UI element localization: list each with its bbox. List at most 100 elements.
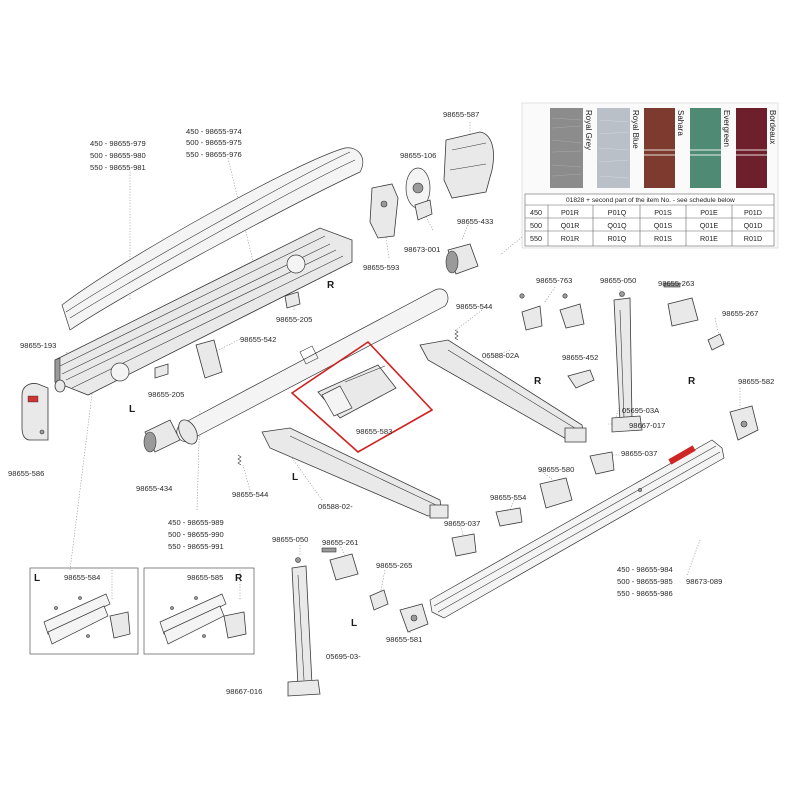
callout-front-bar-550: 550 - 98655-986 <box>617 589 673 598</box>
highlighted-part-583 <box>290 340 434 453</box>
clip-554 <box>495 507 523 527</box>
callout-98655-050a: 98655-050 <box>600 276 636 285</box>
table-cell-R01R: R01R <box>561 234 579 243</box>
callout-98655-554: 98655-554 <box>490 493 526 502</box>
gear-106 <box>405 167 433 221</box>
callout-98673-089: 98673-089 <box>686 577 722 586</box>
callout-06588-02: 06588-02- <box>318 502 353 511</box>
table-header: 01828 + second part of the item No. - se… <box>566 197 735 204</box>
callout-98667-017: 98667-017 <box>629 421 665 430</box>
small-bracket-205b <box>284 291 301 309</box>
callout-case-500: 500 - 98655-975 <box>186 138 242 147</box>
callout-98655-580: 98655-580 <box>538 465 574 474</box>
clip-037b <box>451 533 477 557</box>
front-bar <box>429 439 725 619</box>
left-end-cap <box>21 383 49 441</box>
color-label-sahara: Sahara <box>676 110 685 136</box>
callout-98655-584: 98655-584 <box>64 573 100 582</box>
callout-98655-581: 98655-581 <box>386 635 422 644</box>
table-cell-P01Q: P01Q <box>608 208 627 217</box>
color-label-bordeaux: Bordeaux <box>768 110 777 144</box>
callout-98655-205b: 98655-205 <box>148 390 184 399</box>
awning-case <box>54 227 353 396</box>
callout-98655-261: 98655-261 <box>322 538 358 547</box>
table-size-500: 500 <box>530 221 542 230</box>
callout-06588-02A: 06588-02A <box>482 351 520 360</box>
callout-98655-586: 98655-586 <box>8 469 44 478</box>
swatch-evergreen <box>690 108 721 188</box>
spring-right <box>454 329 459 341</box>
callout-98655-037a: 98655-037 <box>621 449 657 458</box>
fabric-color-table: Royal Grey Royal Blue Sahara Evergreen B… <box>521 102 779 249</box>
side-marker-l-case: L <box>129 404 135 415</box>
callout-98655-193: 98655-193 <box>20 341 56 350</box>
arm-left-06588-02 <box>261 427 449 519</box>
side-markers: L R L R R L L R <box>34 280 696 629</box>
small-bracket-205a <box>154 363 169 379</box>
color-label-royal-grey: Royal Grey <box>584 110 593 150</box>
end-plate-593 <box>369 183 399 239</box>
color-label-evergreen: Evergreen <box>722 110 731 147</box>
callout-98655-452: 98655-452 <box>562 353 598 362</box>
table-cell-R01Q: R01Q <box>608 234 627 243</box>
cap-580 <box>539 477 573 509</box>
callout-98655-763: 98655-763 <box>536 276 572 285</box>
table-cell-P01S: P01S <box>654 208 672 217</box>
callout-front-bar-500: 500 - 98655-985 <box>617 577 673 586</box>
side-marker-r-leg: R <box>688 376 696 387</box>
left-roller-end <box>143 419 181 453</box>
bracket-763 <box>519 293 585 331</box>
callout-98655-593: 98655-593 <box>363 263 399 272</box>
callout-roller-500: 500 - 98655-990 <box>168 530 224 539</box>
side-marker-l-inset: L <box>34 573 40 584</box>
callout-top-cover-450: 450 - 98655-979 <box>90 139 146 148</box>
callout-98655-582: 98655-582 <box>738 377 774 386</box>
callout-98655-583: 98655-583 <box>356 427 392 436</box>
table-cell-Q01S: Q01S <box>654 221 673 230</box>
table-size-450: 450 <box>530 208 542 217</box>
table-cell-Q01R: Q01R <box>561 221 580 230</box>
callout-98667-016: 98667-016 <box>226 687 262 696</box>
table-cell-P01D: P01D <box>744 208 762 217</box>
clip-037a <box>589 451 615 475</box>
callout-05695-03A: 05695-03A <box>622 406 660 415</box>
swatch-royal-grey <box>550 108 583 188</box>
table-cell-Q01D: Q01D <box>744 221 763 230</box>
callout-98655-263: 98655-263 <box>658 279 694 288</box>
callout-98655-434: 98655-434 <box>136 484 172 493</box>
callout-front-bar-450: 450 - 98655-984 <box>617 565 673 574</box>
mid-bracket-542 <box>195 339 223 379</box>
callout-labels: 450 - 98655-979 500 - 98655-980 550 - 98… <box>8 110 774 696</box>
color-label-royal-blue: Royal Blue <box>631 110 640 149</box>
callout-98655-585: 98655-585 <box>187 573 223 582</box>
arm-right-06588-02A <box>419 339 587 443</box>
callout-top-cover-550: 550 - 98655-981 <box>90 163 146 172</box>
table-size-550: 550 <box>530 234 542 243</box>
callout-98655-037b: 98655-037 <box>444 519 480 528</box>
callout-roller-450: 450 - 98655-989 <box>168 518 224 527</box>
inset-box-left <box>29 567 139 655</box>
table-cell-R01D: R01D <box>744 234 762 243</box>
callout-98673-001: 98673-001 <box>404 245 440 254</box>
swatch-bordeaux <box>736 108 767 188</box>
right-end-housing-587 <box>443 131 494 199</box>
leg-right-05695-03A <box>611 291 643 433</box>
knob-267 <box>707 333 725 351</box>
bracket-263 <box>663 282 699 327</box>
swatch-sahara <box>644 108 675 188</box>
side-marker-r-case: R <box>327 280 335 291</box>
spring-left <box>237 454 242 466</box>
roller-end-433 <box>445 243 479 275</box>
knob-265 <box>369 589 389 611</box>
top-cover-panel <box>61 147 364 331</box>
callout-case-450: 450 - 98655-974 <box>186 127 242 136</box>
callout-roller-550: 550 - 98655-991 <box>168 542 224 551</box>
lever-452 <box>567 369 595 389</box>
callout-98655-544a: 98655-544 <box>456 302 492 311</box>
callout-98655-050b: 98655-050 <box>272 535 308 544</box>
callout-98655-544b: 98655-544 <box>232 490 268 499</box>
callout-case-550: 550 - 98655-976 <box>186 150 242 159</box>
leg-left-05695-03 <box>287 557 321 697</box>
table-cell-P01E: P01E <box>700 208 718 217</box>
callout-98655-587: 98655-587 <box>443 110 479 119</box>
